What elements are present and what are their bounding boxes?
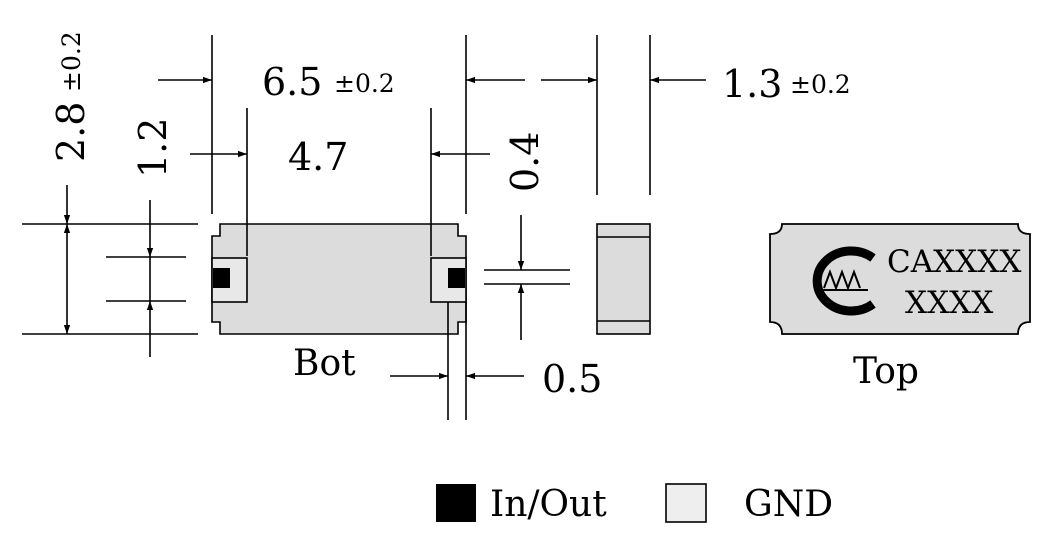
left-pad-in-out <box>213 268 230 288</box>
dim-length-value: 6.5 <box>262 60 322 104</box>
dim-width-top-tolerance: ±0.2 <box>790 70 851 99</box>
legend-gnd-label: GND <box>744 484 833 525</box>
top-view-label: Top <box>853 351 919 392</box>
side-view <box>596 223 651 335</box>
dim-length: 6.5 ±0.2 <box>158 60 525 104</box>
legend-gnd-swatch <box>665 483 707 523</box>
legend-in-out-label: In/Out <box>490 484 607 525</box>
legend: In/Out GND <box>436 483 833 525</box>
dim-height-value: 2.8 <box>49 102 93 162</box>
dim-pad-span-value: 4.7 <box>288 135 348 179</box>
dim-height-tolerance: ±0.2 <box>57 31 86 92</box>
dim-thickness: 0.4 <box>503 132 547 340</box>
legend-in-out-swatch <box>436 484 476 522</box>
right-pad-in-out <box>448 268 465 288</box>
dim-width-top: 1.3 ±0.2 <box>541 62 851 106</box>
dim-pad-width: 0.5 <box>390 357 602 401</box>
dim-width-top-value: 1.3 <box>722 62 782 106</box>
top-view: CAXXXX XXXX Top <box>769 223 1031 392</box>
bottom-view: Bot <box>211 223 467 384</box>
marking-line1: CAXXXX <box>887 244 1021 280</box>
dim-pad-height-value: 1.2 <box>131 118 175 178</box>
dim-pad-width-value: 0.5 <box>542 357 602 401</box>
dim-pad-span: 4.7 <box>190 135 490 179</box>
extension-lines <box>22 35 651 420</box>
bottom-body <box>211 223 467 335</box>
dim-pad-height: 1.2 <box>131 118 175 357</box>
bottom-view-label: Bot <box>293 343 356 384</box>
cmw-logo-icon <box>812 246 876 316</box>
marking-line2: XXXX <box>905 285 993 321</box>
dim-length-tolerance: ±0.2 <box>334 69 395 98</box>
dim-height: 2.8 ±0.2 <box>49 31 93 334</box>
dim-thickness-value: 0.4 <box>503 132 547 192</box>
